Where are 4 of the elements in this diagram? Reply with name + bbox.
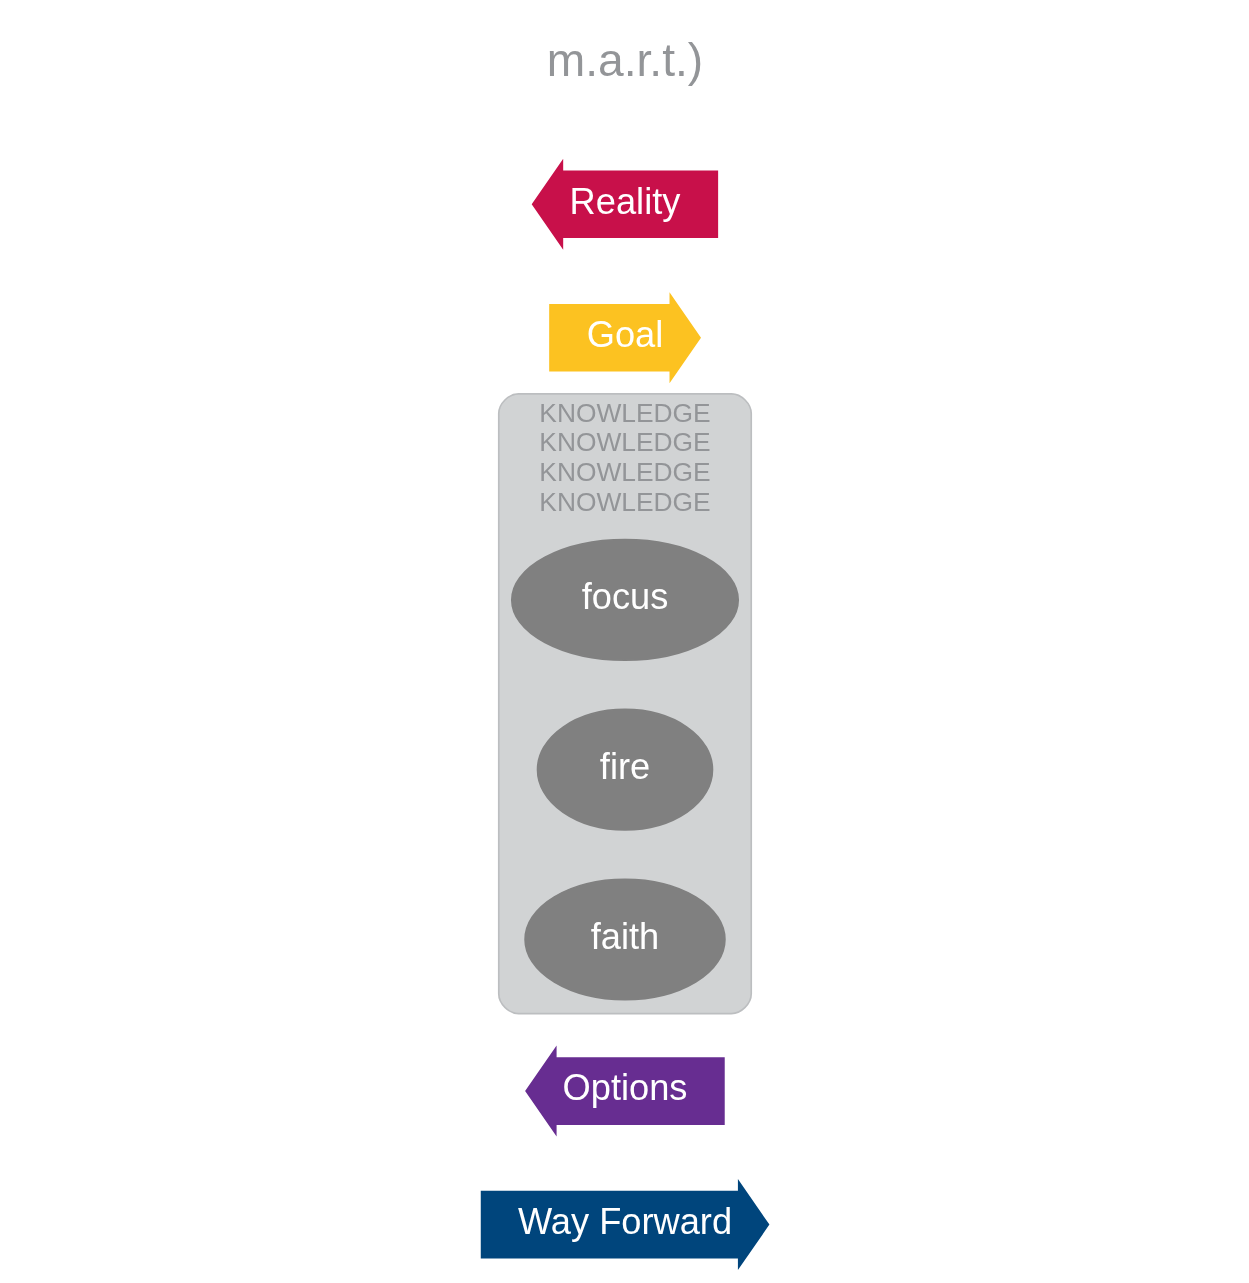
node-ellipse: faith [523, 878, 726, 1001]
label: m.a.r.t.) [546, 33, 703, 86]
node-ellipse: focus [510, 538, 739, 661]
node-ellipse: fire [536, 708, 713, 831]
